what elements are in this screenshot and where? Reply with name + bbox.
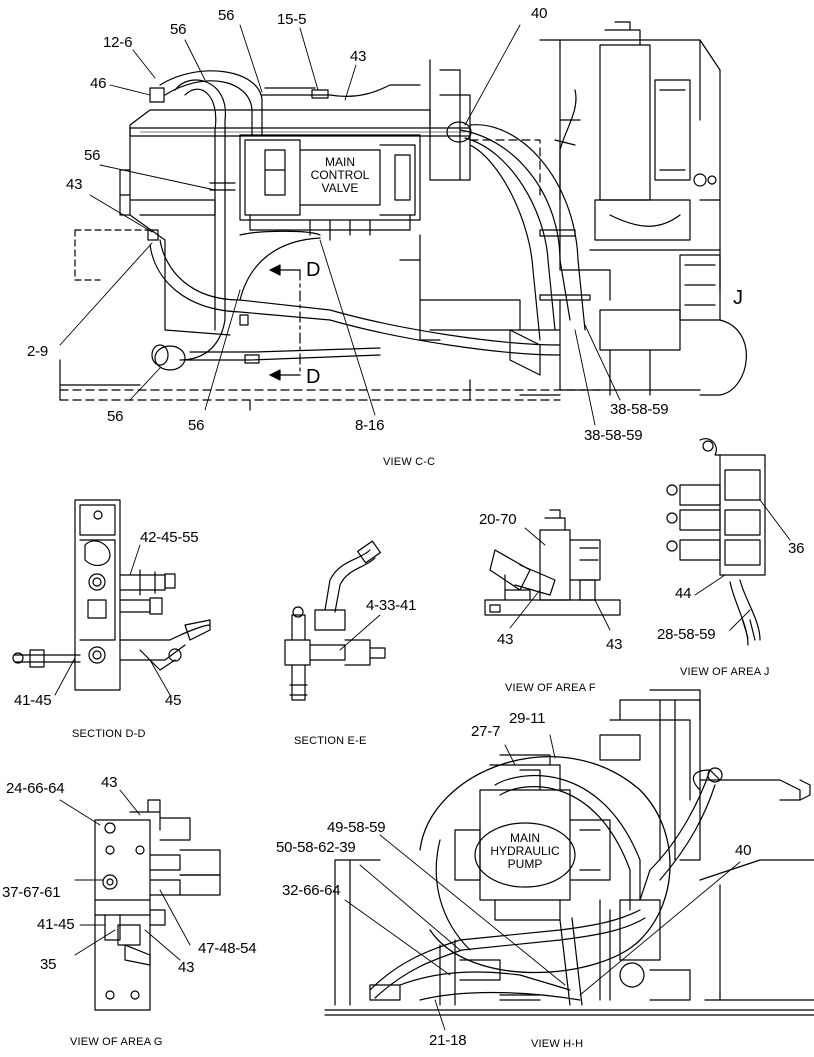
callout-40: 40 (531, 5, 548, 22)
caption-section-e-e: SECTION E-E (294, 735, 367, 747)
main-hydraulic-pump-label: MAIN HYDRAULIC PUMP (478, 832, 572, 871)
area-g-drawing (94, 799, 221, 1011)
callout-12-6: 12-6 (103, 34, 133, 51)
callout-46: 46 (90, 75, 107, 92)
section-e-e-leaders (339, 614, 381, 651)
callout-43-f-b: 43 (606, 636, 623, 653)
section-marker-d-bottom: D (306, 366, 321, 388)
callout-15-5: 15-5 (277, 11, 307, 28)
callout-43-g-b: 43 (178, 959, 195, 976)
area-f-leaders (509, 527, 611, 631)
caption-view-c-c: VIEW C-C (383, 456, 436, 468)
section-e-e-drawing (284, 540, 386, 701)
callout-32-66-64: 32-66-64 (282, 882, 341, 899)
main-control-valve-label: MAIN CONTROL VALVE (303, 156, 377, 195)
callout-40-h: 40 (735, 842, 752, 859)
callout-37-67-61: 37-67-61 (2, 884, 61, 901)
component-label-line-3: VALVE (321, 181, 359, 195)
area-g-leaders (59, 789, 191, 961)
area-j-drawing (666, 438, 766, 646)
caption-area-g: VIEW OF AREA G (70, 1036, 163, 1048)
callout-21-18: 21-18 (429, 1032, 467, 1049)
callout-29-11: 29-11 (509, 710, 546, 727)
area-marker-j: J (733, 287, 743, 309)
callout-41-45-g: 41-45 (37, 916, 75, 933)
callout-27-7: 27-7 (471, 723, 501, 740)
callout-47-48-54: 47-48-54 (198, 940, 257, 957)
view-c-c-drawing (59, 21, 747, 411)
area-j-leaders (694, 499, 791, 631)
caption-area-j: VIEW OF AREA J (680, 666, 770, 678)
callout-28-58-59: 28-58-59 (657, 626, 716, 643)
component-label-line-2: CONTROL (310, 168, 370, 182)
component-label-line-2: HYDRAULIC (490, 844, 560, 858)
callout-38-58-59-a: 38-58-59 (610, 401, 669, 418)
callout-56-d: 56 (107, 408, 124, 425)
component-label-line-1: MAIN (510, 831, 540, 845)
callout-50-58-62-39: 50-58-62-39 (276, 839, 356, 856)
callout-2-9: 2-9 (27, 343, 49, 360)
callout-43-f-a: 43 (497, 631, 514, 648)
callout-41-45-d: 41-45 (14, 692, 52, 709)
callout-38-58-59-b: 38-58-59 (584, 427, 643, 444)
callout-56-e: 56 (188, 417, 205, 434)
callout-56-a: 56 (170, 21, 187, 38)
caption-view-h-h: VIEW H-H (531, 1038, 584, 1050)
caption-area-f: VIEW OF AREA F (505, 682, 596, 694)
section-d-d-leaders (54, 544, 171, 696)
callout-43-b: 43 (66, 176, 83, 193)
component-label-line-1: MAIN (325, 155, 355, 169)
view-h-h-drawing (324, 689, 814, 1016)
callout-45: 45 (165, 692, 182, 709)
callout-35: 35 (40, 956, 57, 973)
section-d-d-drawing (12, 499, 211, 691)
callout-4-33-41: 4-33-41 (366, 597, 417, 614)
callout-44: 44 (675, 585, 692, 602)
callout-43-g-a: 43 (101, 774, 118, 791)
callout-36: 36 (788, 540, 805, 557)
callout-49-58-59: 49-58-59 (327, 819, 386, 836)
caption-section-d-d: SECTION D-D (72, 728, 146, 740)
view-c-c-leaders (59, 24, 621, 426)
callout-42-45-55: 42-45-55 (140, 529, 199, 546)
component-label-line-3: PUMP (507, 857, 543, 871)
callout-24-66-64: 24-66-64 (6, 780, 65, 797)
callout-20-70: 20-70 (479, 511, 517, 528)
callout-43-a: 43 (350, 48, 367, 65)
callout-8-16: 8-16 (355, 417, 385, 434)
callout-56-c: 56 (84, 147, 101, 164)
section-marker-d-top: D (306, 259, 321, 281)
callout-56-b: 56 (218, 7, 235, 24)
view-h-h-leaders (344, 734, 741, 1031)
